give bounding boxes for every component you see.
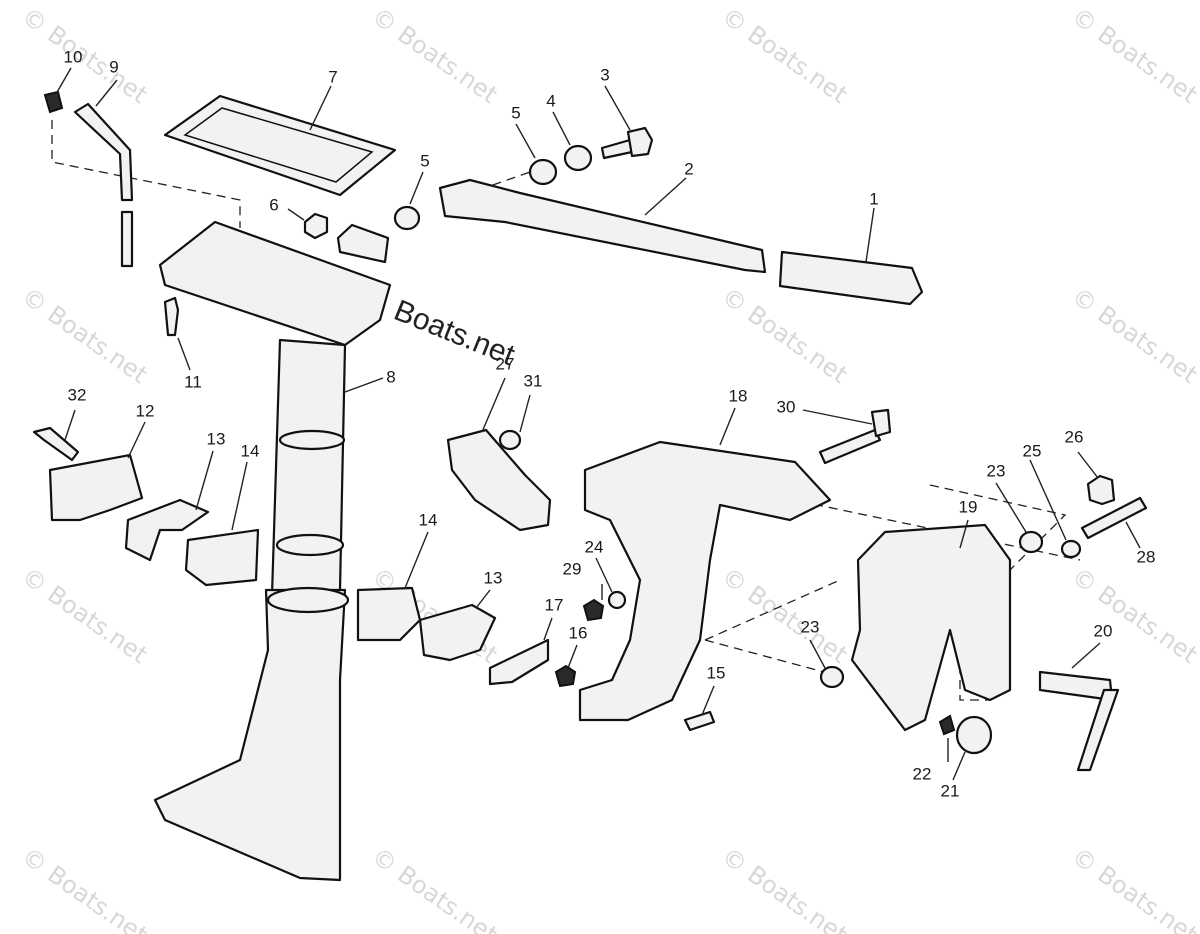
part-12-clamp [48, 453, 144, 522]
callout-13: 13 [484, 568, 503, 587]
part-4-washer [563, 144, 593, 172]
watermark: © Boats.net [717, 2, 853, 109]
part-28-pin [1080, 496, 1148, 540]
part-30-bolt [818, 428, 882, 465]
part-18-swivel-bracket [578, 440, 832, 722]
part-3-bolt [600, 138, 634, 160]
part-bracket [336, 223, 390, 264]
part-5-washer [393, 205, 421, 231]
callout-18: 18 [729, 386, 748, 405]
watermark: © Boats.net [1067, 842, 1200, 934]
part-32-bolt [32, 426, 80, 462]
watermark: © Boats.net [717, 282, 853, 389]
callout-23: 23 [987, 461, 1006, 480]
part-30-bolt-head [870, 408, 892, 438]
part-13-bushing [124, 498, 210, 562]
watermark: © Boats.net [1067, 562, 1200, 669]
callout-5: 5 [511, 103, 520, 122]
part-8-housing-collar [275, 533, 345, 557]
callout-15: 15 [707, 663, 726, 682]
part-20-thumb-screw-handle [1076, 688, 1120, 772]
callout-30: 30 [777, 397, 796, 416]
watermark: © Boats.net [717, 842, 853, 934]
callout-31: 31 [524, 371, 543, 390]
callout-29: 29 [563, 559, 582, 578]
watermark: © Boats.net [367, 2, 503, 109]
part-15-screw [683, 710, 716, 732]
callout-22: 22 [913, 764, 932, 783]
part-17-spacer [488, 638, 550, 686]
callout-14: 14 [241, 441, 260, 460]
part-9-hose [73, 102, 134, 202]
callout-17: 17 [545, 595, 564, 614]
watermark: © Boats.net [17, 562, 153, 669]
callout-4: 4 [546, 91, 555, 110]
leader-lines [55, 67, 1141, 781]
part-16-nut [554, 664, 577, 688]
callout-27: 27 [496, 354, 515, 373]
callout-labels: 1 2 3 4 5 5 6 7 8 9 10 11 12 13 13 14 14… [64, 47, 1156, 800]
part-23-washer [1018, 530, 1044, 554]
part-14-liner [356, 586, 422, 642]
callout-10: 10 [64, 47, 83, 66]
part-8-housing-collar [266, 586, 350, 614]
watermark: © Boats.net [717, 562, 853, 669]
part-11-screw [163, 296, 180, 337]
part-3-bolt-head [626, 126, 654, 158]
callout-3: 3 [600, 65, 609, 84]
callout-8: 8 [386, 367, 395, 386]
part-27-bracket [446, 428, 552, 532]
part-29-nut [582, 598, 605, 622]
callout-6: 6 [269, 195, 278, 214]
callout-12: 12 [136, 401, 155, 420]
callout-19: 19 [959, 497, 978, 516]
callout-13: 13 [207, 429, 226, 448]
part-25-washer [1060, 539, 1082, 559]
callout-32: 32 [68, 385, 87, 404]
watermark: © Boats.net [367, 842, 503, 934]
part-10-clip [43, 90, 64, 114]
callout-25: 25 [1023, 441, 1042, 460]
part-22-nut [938, 714, 956, 736]
callout-14: 14 [419, 510, 438, 529]
part-9-hose-lower [120, 210, 134, 268]
callout-28: 28 [1137, 547, 1156, 566]
part-8-housing-shaft [270, 338, 347, 597]
callout-9: 9 [109, 57, 118, 76]
part-19-clamp-bracket [850, 523, 1012, 732]
part-23-washer [819, 665, 845, 689]
part-8-housing-top [158, 220, 392, 347]
part-24-washer [607, 590, 627, 610]
callout-21: 21 [941, 781, 960, 800]
watermark: © Boats.net [1067, 2, 1200, 109]
callout-24: 24 [585, 537, 604, 556]
part-8-housing-lower [153, 588, 347, 882]
callout-16: 16 [569, 623, 588, 642]
part-14-liner [184, 528, 260, 587]
callout-20: 20 [1094, 621, 1113, 640]
callout-5: 5 [420, 151, 429, 170]
watermark: © Boats.net [17, 2, 153, 109]
part-31-pin [498, 429, 522, 451]
part-1-grip [778, 250, 924, 306]
callout-1: 1 [869, 189, 878, 208]
watermark: © Boats.net [17, 842, 153, 934]
part-13-bushing [418, 603, 497, 662]
part-21-pad [955, 715, 993, 755]
callout-11: 11 [184, 372, 202, 391]
part-8-housing-collar [278, 429, 346, 451]
part-5-washer [528, 158, 558, 186]
watermark: © Boats.net [17, 282, 153, 389]
part-7-gasket-inner [183, 107, 374, 183]
watermark: © Boats.net [1067, 282, 1200, 389]
part-7-gasket [163, 94, 397, 197]
callout-26: 26 [1065, 427, 1084, 446]
callout-23: 23 [801, 617, 820, 636]
part-2-handle-arm [438, 178, 767, 274]
callout-2: 2 [684, 159, 693, 178]
part-26-clip [1086, 474, 1116, 506]
callout-7: 7 [328, 67, 337, 86]
part-6-nut [303, 212, 329, 240]
